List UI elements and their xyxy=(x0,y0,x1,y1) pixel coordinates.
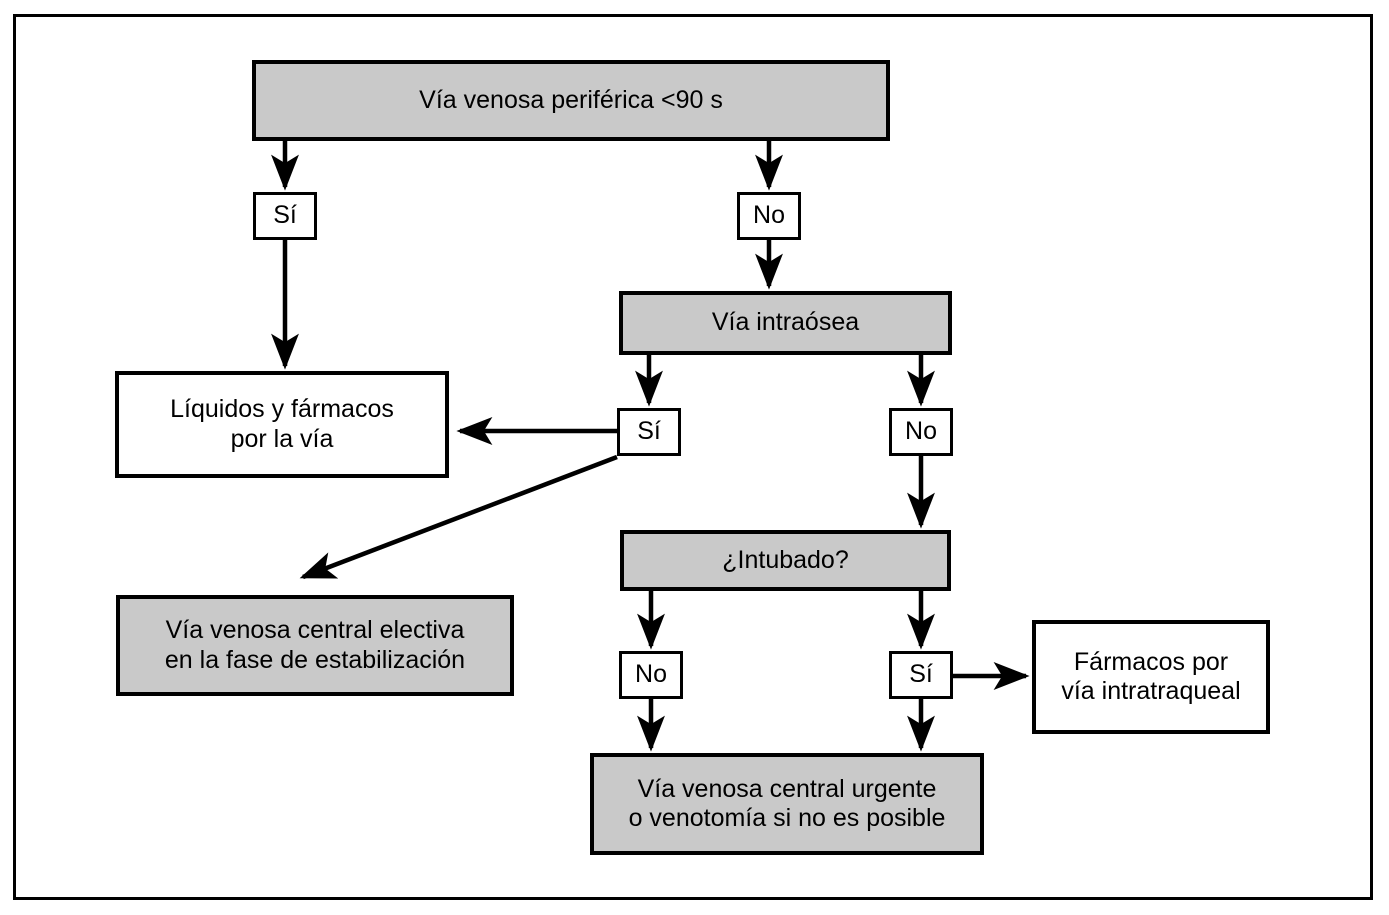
farmacos-via-intratraqueal[interactable]: Fármacos por vía intratraqueal xyxy=(1032,620,1270,734)
decision-no-intubado[interactable]: No xyxy=(619,651,683,699)
decision-si-intraosea[interactable]: Sí xyxy=(617,408,681,456)
liquidos-y-farmacos[interactable]: Líquidos y fármacos por la vía xyxy=(115,371,449,478)
via-intraosea[interactable]: Vía intraósea xyxy=(619,291,952,355)
decision-no-intraosea[interactable]: No xyxy=(889,408,953,456)
decision-si-periferica[interactable]: Sí xyxy=(253,192,317,240)
via-venosa-periferica[interactable]: Vía venosa periférica <90 s xyxy=(252,60,890,141)
intubado[interactable]: ¿Intubado? xyxy=(620,530,951,591)
via-venosa-central-electiva[interactable]: Vía venosa central electiva en la fase d… xyxy=(116,595,514,696)
via-venosa-central-urgente[interactable]: Vía venosa central urgente o venotomía s… xyxy=(590,753,984,855)
decision-no-periferica[interactable]: No xyxy=(737,192,801,240)
decision-si-intubado[interactable]: Sí xyxy=(889,651,953,699)
